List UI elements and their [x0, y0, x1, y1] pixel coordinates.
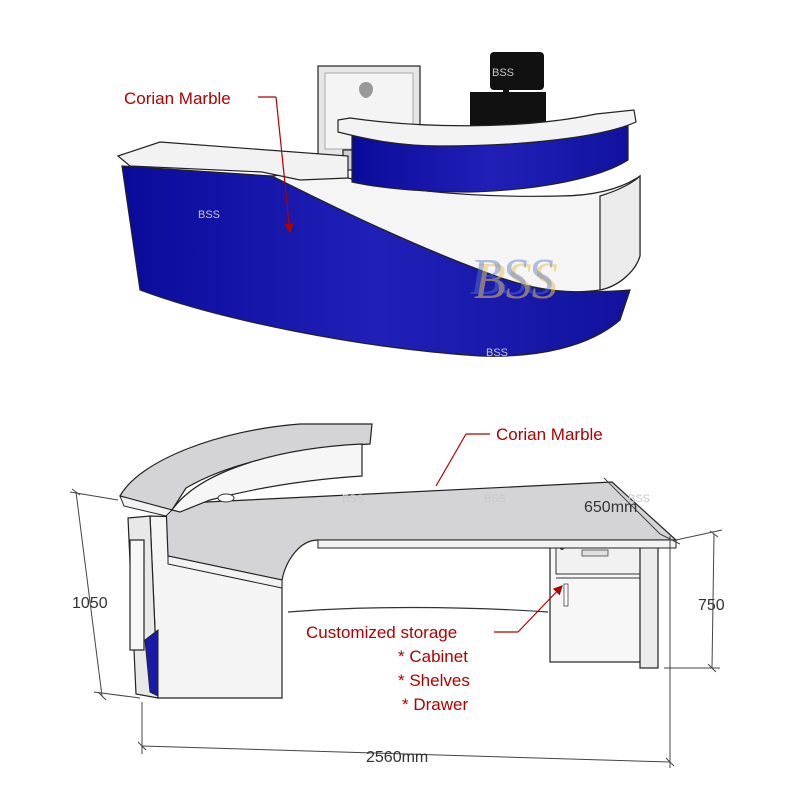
bottom-material-label: Corian Marble: [496, 425, 603, 444]
dimension-lines: [69, 477, 723, 768]
office-chair: [470, 52, 546, 128]
watermark-text: BSS: [486, 347, 508, 359]
drawer: [555, 543, 643, 575]
bss-logo: BSS BSS: [470, 249, 558, 310]
dim-height-total: 1050: [72, 595, 108, 612]
storage-callout: Customized storage * Cabinet * Shelves *…: [306, 585, 563, 714]
apple-logo-icon: [359, 82, 373, 98]
top-desk-render: BSS BSS BSS BSS BSS: [116, 52, 641, 359]
storage-item-shelves: * Shelves: [398, 671, 470, 690]
top-material-callout: Corian Marble: [124, 89, 294, 234]
dim-depth: 650mm: [584, 499, 637, 516]
watermark-text: BSS: [484, 493, 506, 505]
storage-item-drawer: * Drawer: [402, 695, 468, 714]
storage-label: Customized storage: [306, 623, 457, 642]
watermark-text: BSS: [198, 209, 220, 221]
watermark-text: BSS: [492, 67, 514, 79]
dim-height-desk: 750: [698, 597, 725, 614]
svg-text:BSS: BSS: [470, 249, 554, 306]
bottom-desk-render: BSS BSS BSS: [119, 423, 678, 699]
svg-text:BSS: BSS: [474, 253, 558, 310]
bottom-material-callout: Corian Marble: [435, 425, 603, 487]
top-material-label: Corian Marble: [124, 89, 231, 108]
watermark-text: BSS: [342, 493, 364, 505]
watermark-text: BSS: [628, 493, 650, 505]
dim-width: 2560mm: [366, 749, 428, 766]
storage-item-cabinet: * Cabinet: [398, 647, 468, 666]
